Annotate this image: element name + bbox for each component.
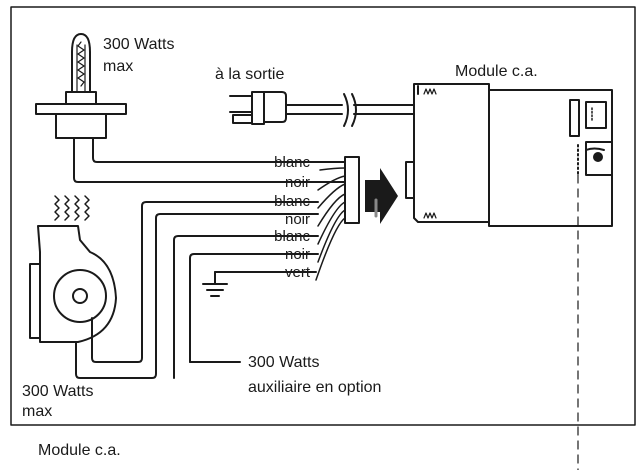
heat-waves-icon	[54, 195, 90, 221]
outlet-label: à la sortie	[215, 66, 285, 83]
fan-max-label: max	[22, 403, 53, 420]
fan-watts-label: 300 Watts	[22, 383, 94, 400]
wire-label-4: noir	[284, 211, 310, 228]
fan-blower-icon	[29, 225, 117, 343]
aux-wire-white	[173, 235, 319, 379]
wire-label-5: blanc	[274, 228, 310, 245]
wire-fan	[315, 167, 346, 281]
figure-caption: Module c.a.	[38, 442, 121, 459]
ground-symbol-icon	[202, 271, 317, 297]
wire-label-3: blanc	[274, 193, 310, 210]
lamp-wire-white	[92, 137, 346, 163]
lamp-max-label: max	[103, 58, 134, 75]
lamp-watts-label: 300 Watts	[103, 36, 175, 53]
connector-block	[344, 156, 360, 224]
aux-watts-label: 300 Watts	[248, 354, 320, 371]
wire-label-6: noir	[284, 246, 310, 263]
module-title: Module c.a.	[455, 63, 538, 80]
aux-option-label: auxiliaire en option	[248, 379, 382, 396]
insertion-arrow-icon	[365, 168, 398, 224]
heat-lamp-icon	[35, 33, 127, 139]
wire-label-2: noir	[284, 174, 310, 191]
fan-wire-black	[75, 213, 319, 379]
power-plug-icon	[229, 91, 415, 127]
wire-label-1: blanc	[274, 154, 310, 171]
lamp-wire-black	[73, 137, 346, 183]
fan-wire-white	[91, 201, 319, 363]
ac-module-icon	[405, 83, 613, 227]
aux-wire-black	[189, 253, 319, 363]
wire-label-7: vert	[284, 264, 310, 281]
diagram-frame	[10, 6, 636, 426]
